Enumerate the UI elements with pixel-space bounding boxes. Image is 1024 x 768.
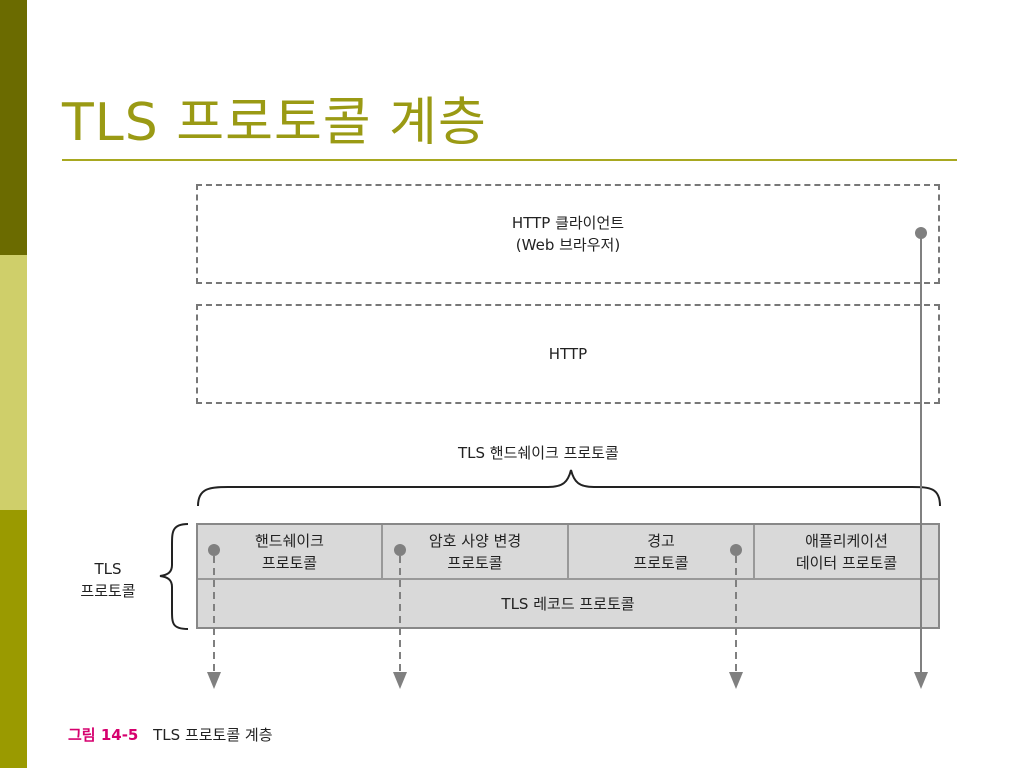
title-underline: [62, 159, 957, 161]
side-bar-middle: [0, 255, 27, 510]
client-arrowhead: [914, 672, 928, 689]
client-dot: [915, 227, 927, 239]
handshake-dot: [208, 544, 220, 556]
tls-brace: [159, 523, 189, 630]
protocol-3-line-2: 프로토콜: [633, 553, 689, 572]
handshake-brace: [197, 469, 941, 507]
http-label: HTTP: [548, 345, 588, 363]
client-line-2: (Web 브라우저): [515, 236, 621, 254]
protocol-4-line-1: 애플리케이션: [805, 531, 888, 550]
application-data-cell: 애플리케이션 데이터 프로토콜: [755, 525, 938, 578]
client-line-1: HTTP 클라이언트: [511, 214, 625, 232]
caption-text: TLS 프로토콜 계층: [153, 726, 273, 744]
handshake-protocol-cell: 핸드쉐이크 프로토콜: [198, 525, 383, 578]
alert-protocol-cell: 경고 프로토콜: [569, 525, 755, 578]
change-cipher-spec-cell: 암호 사양 변경 프로토콜: [383, 525, 569, 578]
protocol-stack: 핸드쉐이크 프로토콜 암호 사양 변경 프로토콜 경고 프로토콜 애플리케이션 …: [196, 523, 940, 629]
protocol-4-line-2: 데이터 프로토콜: [795, 553, 898, 572]
side-bar-top: [0, 0, 27, 255]
protocol-1-line-2: 프로토콜: [261, 553, 318, 572]
protocol-3-line-1: 경고: [647, 531, 675, 550]
handshake-brace-label: TLS 핸드쉐이크 프로토콜: [458, 444, 619, 462]
protocol-2-line-2: 프로토콜: [447, 553, 503, 572]
tls-label-line-2: 프로토콜: [80, 582, 136, 600]
protocol-2-line-1: 암호 사양 변경: [428, 531, 522, 550]
tls-protocol-label: TLS 프로토콜: [68, 558, 148, 602]
record-protocol-cell: TLS 레코드 프로토콜: [198, 578, 938, 627]
protocol-1-line-1: 핸드쉐이크: [254, 531, 324, 550]
cipher-arrowhead: [393, 672, 407, 689]
record-protocol-label: TLS 레코드 프로토콜: [501, 595, 635, 613]
http-client-box: HTTP 클라이언트 (Web 브라우저): [196, 184, 940, 284]
alert-dot: [730, 544, 742, 556]
cipher-dot: [394, 544, 406, 556]
http-box: HTTP: [196, 304, 940, 404]
slide-title: TLS 프로토콜 계층: [62, 93, 487, 153]
tls-label-line-1: TLS: [94, 560, 122, 578]
alert-arrowhead: [729, 672, 743, 689]
side-bar-bottom: [0, 510, 27, 768]
caption-number: 그림 14-5: [68, 726, 139, 744]
figure-caption: 그림 14-5 TLS 프로토콜 계층: [68, 724, 273, 745]
handshake-arrowhead: [207, 672, 221, 689]
